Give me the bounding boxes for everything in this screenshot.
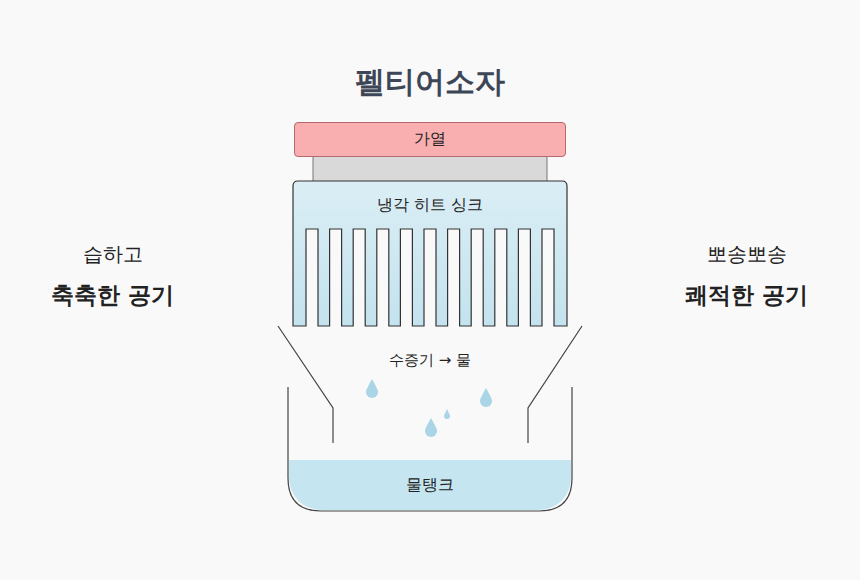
- node-label: 물탱크: [406, 475, 454, 496]
- funnel-wall: [528, 326, 582, 443]
- air-label: 축축한 공기: [51, 280, 174, 311]
- air-description: 습하고: [83, 241, 143, 268]
- heating-plate: 가열: [294, 122, 566, 157]
- diagram-title: 펠티어소자: [355, 62, 505, 103]
- tank-outline: [288, 387, 572, 511]
- heat-sink: 냉각 히트 싱크: [294, 182, 566, 228]
- water-drop: [444, 409, 450, 419]
- air-description: 뽀송뽀송: [707, 241, 787, 268]
- water-drops: [366, 379, 492, 437]
- water-drop: [425, 418, 437, 437]
- node-label: 가열: [414, 129, 446, 150]
- node-label: 냉각 히트 싱크: [377, 195, 483, 216]
- water-drop: [480, 388, 492, 407]
- air-label: 쾌적한 공기: [685, 280, 808, 311]
- water-drop: [366, 379, 378, 398]
- water-tank: 물탱크: [289, 460, 571, 510]
- process-note: 수증기 → 물: [389, 351, 471, 370]
- funnel-wall: [278, 326, 333, 443]
- heat-sink-body: [293, 181, 567, 326]
- ceramic-plate: [313, 156, 547, 182]
